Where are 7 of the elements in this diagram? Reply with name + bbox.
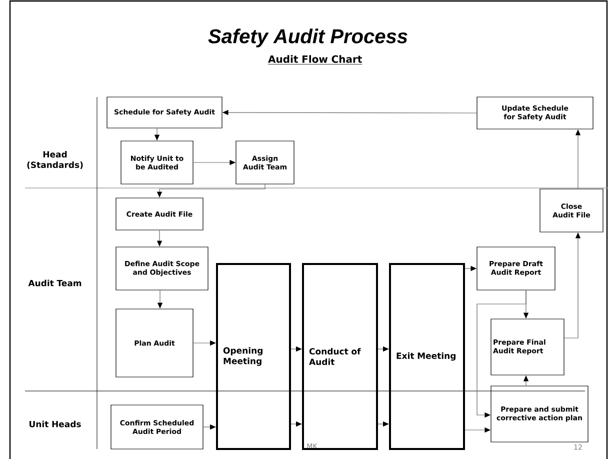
lane-label: Head (Standards) [27,150,83,170]
subtitle: Audit Flow Chart [268,55,362,64]
phase-box: Opening Meeting [216,263,291,450]
lane-label: Audit Team [28,280,82,286]
phase-box: Exit Meeting [389,263,465,450]
lane-label: Unit Heads [30,420,81,428]
title: Safety Audit Process [208,28,408,48]
